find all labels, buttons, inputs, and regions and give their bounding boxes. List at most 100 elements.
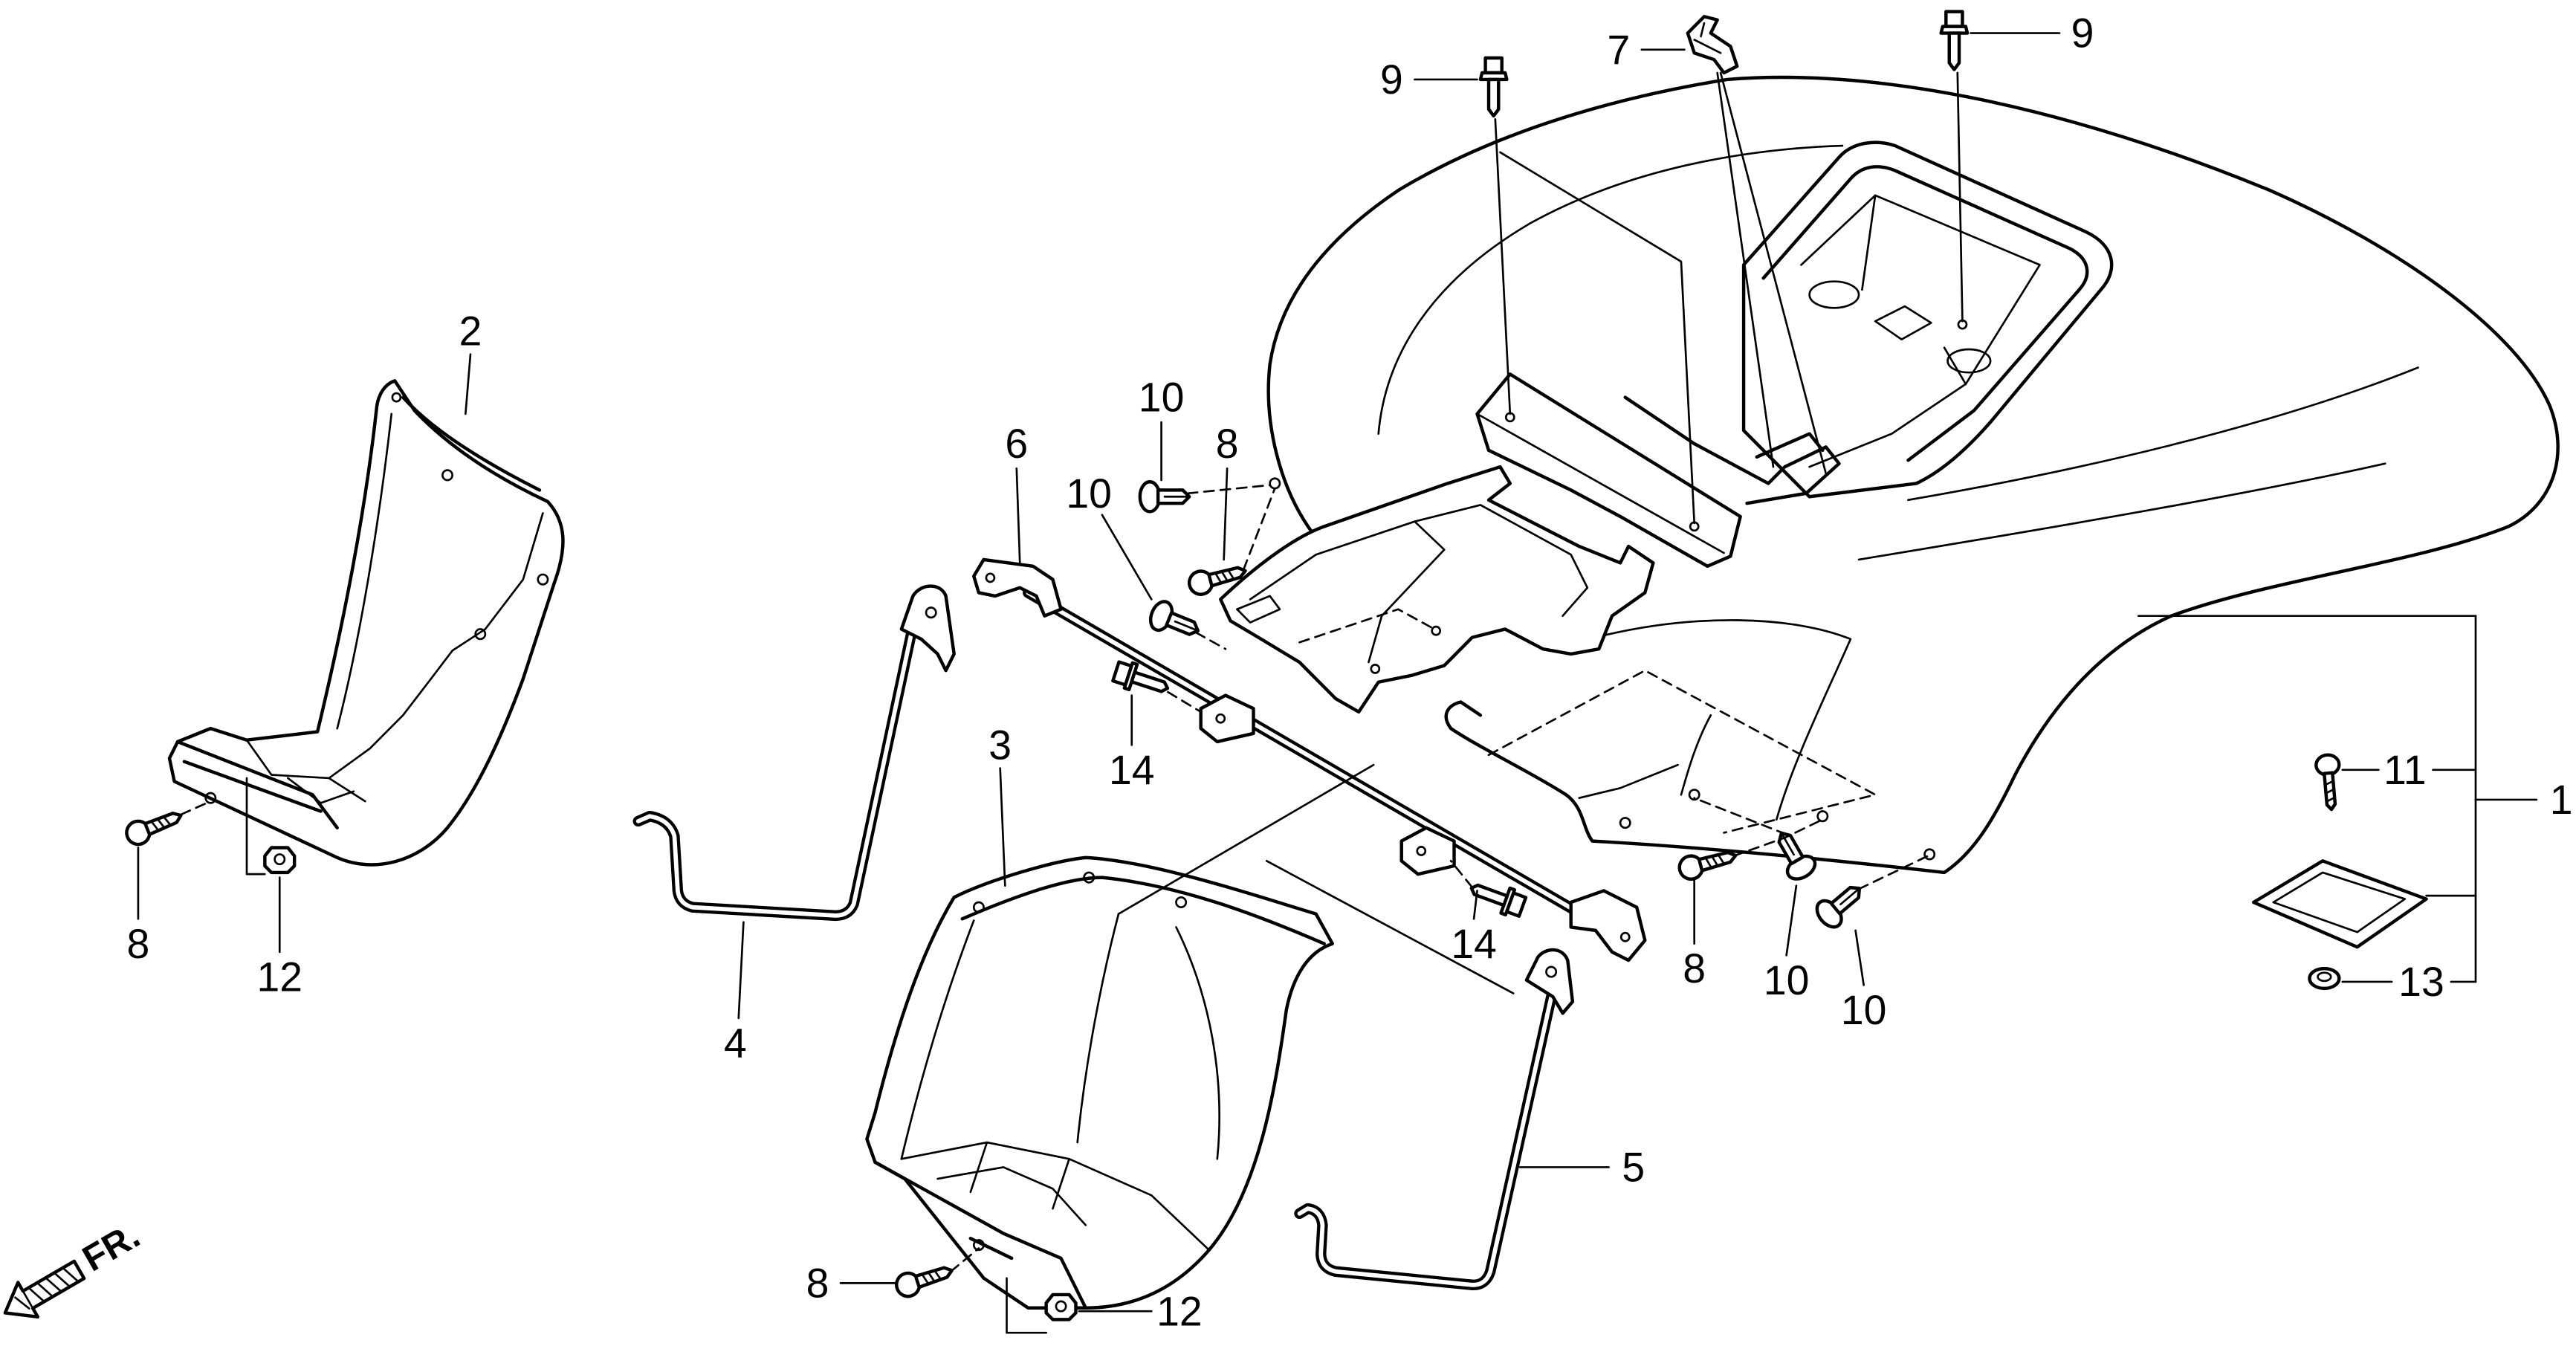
callout-label: 10	[1066, 470, 1112, 517]
screw-thread	[150, 815, 172, 832]
flange-bolt	[1939, 10, 1970, 71]
left-mudguard-body	[167, 379, 565, 867]
left-stay-rod-body	[635, 624, 916, 918]
mount-hole	[925, 606, 937, 619]
right-stay-rod	[1294, 948, 1575, 1291]
mount-hole	[1688, 789, 1700, 801]
nut-body	[263, 846, 297, 875]
mount-hole	[1619, 817, 1631, 829]
left-stay-rod	[632, 584, 956, 922]
assembly-line	[1956, 71, 1964, 323]
right-mudguard	[865, 855, 1334, 1310]
assembly-line	[1265, 859, 1515, 994]
callout-label: 1	[2550, 777, 2573, 823]
callout-label: 12	[1156, 1288, 1203, 1334]
callout-label: 3	[988, 722, 1012, 768]
fender-plate	[2251, 859, 2428, 949]
crossbar-mid-bracket	[1199, 693, 1255, 744]
leader-line	[465, 353, 472, 415]
rear-fender	[1219, 75, 2560, 875]
mount-hole	[474, 628, 487, 641]
leader-line	[1785, 884, 1798, 957]
bolt-shank	[1486, 77, 1501, 118]
mount-hole	[1416, 846, 1427, 856]
bolt-shank	[1469, 883, 1509, 907]
mount-hole	[1923, 848, 1936, 861]
crossbar-mid-bracket	[1399, 826, 1456, 876]
assembly-line	[1167, 690, 1203, 714]
leader-line	[1854, 929, 1865, 986]
assembly-line	[1006, 1277, 1047, 1334]
leader-line	[1015, 467, 1021, 564]
leader-line	[737, 921, 745, 1020]
clip	[1686, 15, 1739, 75]
screw-shank	[1697, 850, 1738, 873]
crossbar-right-bracket	[1569, 889, 1647, 962]
hex-bolt	[1469, 883, 1528, 918]
assembly-line	[1499, 151, 1696, 525]
callout-label: 2	[459, 308, 482, 354]
nut	[1044, 1292, 1078, 1321]
mount-hole	[537, 573, 549, 586]
rear-fender-skirt-contour	[1594, 619, 1852, 821]
rear-fender-side-contour	[1857, 462, 2386, 561]
front-arrow-icon	[3, 1259, 86, 1319]
callout-label: 9	[2071, 10, 2094, 56]
rear-fender-outline	[1266, 75, 2560, 875]
screw-thread	[1214, 569, 1235, 585]
compartment-drain-hole	[1946, 348, 1992, 374]
left-mudguard	[167, 379, 565, 867]
right-mudguard-inner-wall	[900, 913, 1220, 1160]
fender-plate-inner	[2272, 871, 2407, 934]
screw-shank	[143, 812, 183, 836]
callout-label: 10	[1841, 987, 1887, 1033]
seat-mount-block-edge	[1476, 412, 1725, 554]
hex-bolt	[1111, 660, 1170, 693]
front-tray	[1219, 465, 1655, 714]
assembly-line	[1242, 487, 1276, 571]
leader-line	[999, 767, 1006, 887]
leader-line	[1101, 514, 1153, 601]
assembly-line	[1186, 484, 1271, 495]
screw	[895, 1266, 954, 1298]
compartment-recess	[1874, 305, 1932, 340]
callout-label: 11	[2384, 747, 2426, 793]
storage-compartment-inner-rim	[1761, 165, 2089, 462]
screw-thread	[921, 1269, 942, 1286]
assembly-line	[949, 1247, 980, 1273]
front-tray-inner	[1236, 504, 1589, 664]
nut-bore	[274, 853, 286, 866]
front-direction-indicator: FR.	[3, 1215, 146, 1319]
mount-hole	[1269, 477, 1281, 490]
plate-nut	[2308, 966, 2341, 991]
leader-lines	[137, 32, 2538, 1313]
assembly-line	[1716, 71, 1775, 468]
plate-rivet	[2314, 753, 2341, 812]
mount-hole	[441, 469, 453, 482]
front-tray-hidden-edge	[1298, 608, 1436, 644]
right-stay-rod-outline	[1294, 984, 1559, 1291]
right-stay-rod-body	[1297, 988, 1556, 1287]
nut-body	[1044, 1292, 1078, 1321]
assembly-line	[245, 777, 266, 876]
bolt-head	[1944, 10, 1964, 28]
nut-bore	[1055, 1300, 1067, 1313]
bolt-shank	[1130, 670, 1170, 693]
rear-fender-front-ridge	[1377, 144, 1844, 435]
front-direction-label: FR.	[76, 1215, 146, 1279]
clip-detail	[1693, 22, 1722, 54]
assembly-lines	[180, 71, 1964, 1334]
rear-fender-hidden-edge	[1487, 669, 1877, 834]
flange-bolt	[1478, 56, 1509, 118]
mount-hole	[1175, 896, 1188, 909]
bolt-shank	[1947, 31, 1961, 71]
screw-shank	[913, 1266, 954, 1290]
mount-hole	[1619, 931, 1631, 942]
callout-label: 8	[806, 1260, 829, 1306]
left-mudguard-rim	[401, 395, 542, 492]
right-mudguard-body	[865, 855, 1334, 1310]
rear-fender-rear-contour	[1907, 366, 2419, 502]
screw	[1677, 850, 1738, 881]
callout-label: 14	[1451, 921, 1497, 967]
callout-label: 14	[1109, 747, 1155, 793]
